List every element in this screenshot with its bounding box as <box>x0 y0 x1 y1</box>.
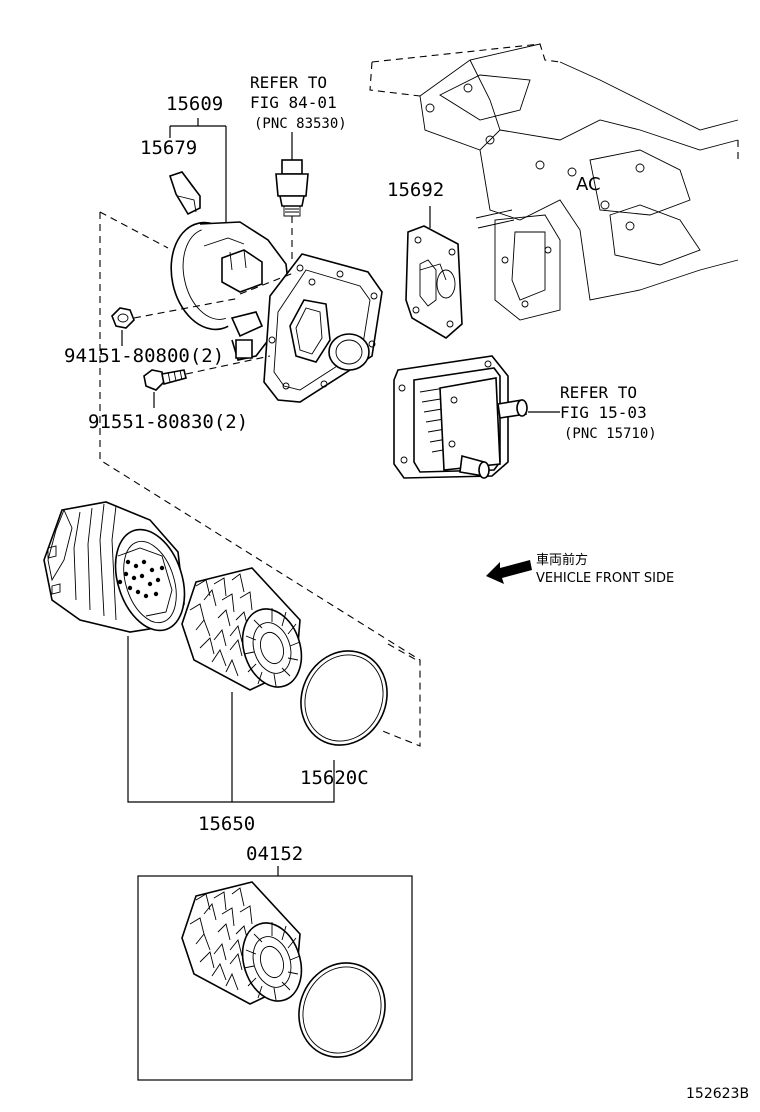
o-ring-drawing <box>300 650 388 746</box>
filter-element-drawing <box>181 567 303 691</box>
figure-id: 152623B <box>686 1086 749 1102</box>
part-label-15650: 15650 <box>198 813 255 835</box>
filter-bracket-15609-drawing <box>170 221 383 403</box>
part-label-94151-80800: 94151-80800(2) <box>64 345 224 367</box>
vehicle-front-label-en: VEHICLE FRONT SIDE <box>536 571 674 586</box>
bolt-91551-drawing <box>143 355 271 408</box>
part-label-91551-80830: 91551-80830(2) <box>88 411 248 433</box>
nut-94151-drawing <box>111 297 241 346</box>
kit-filter-element-drawing <box>181 881 303 1005</box>
engine-marking-text: AC <box>576 174 601 195</box>
kit-o-ring-drawing <box>298 962 386 1058</box>
part-label-15609: 15609 <box>166 93 223 115</box>
arrow-left-icon <box>486 560 532 584</box>
gasket-15692-drawing <box>405 225 463 339</box>
reference-label-fig84-line2: FIG 84-01 <box>250 93 337 112</box>
oil-cooler-drawing <box>393 355 560 479</box>
kit-box <box>137 875 413 1081</box>
assembly-dashed-outline <box>99 211 421 747</box>
vehicle-front-label-jp: 車両前方 <box>536 552 588 568</box>
reference-label-fig84-line1: REFER TO <box>250 73 327 92</box>
part-label-15692: 15692 <box>387 179 444 201</box>
part-label-15679: 15679 <box>140 137 197 159</box>
reference-label-fig84-line3: (PNC 83530) <box>254 116 347 132</box>
reference-label-fig15-line2: FIG 15-03 <box>560 403 647 422</box>
reference-label-fig15-line3: (PNC 15710) <box>564 426 657 442</box>
filter-cap-drawing <box>43 501 186 633</box>
part-label-15620c: 15620C <box>300 767 369 789</box>
engine-block-drawing: AC <box>369 43 739 321</box>
reference-label-fig15-line1: REFER TO <box>560 383 637 402</box>
clip-15679-drawing <box>168 171 201 216</box>
oil-pressure-sensor-drawing <box>275 159 309 262</box>
part-label-04152: 04152 <box>246 843 303 865</box>
